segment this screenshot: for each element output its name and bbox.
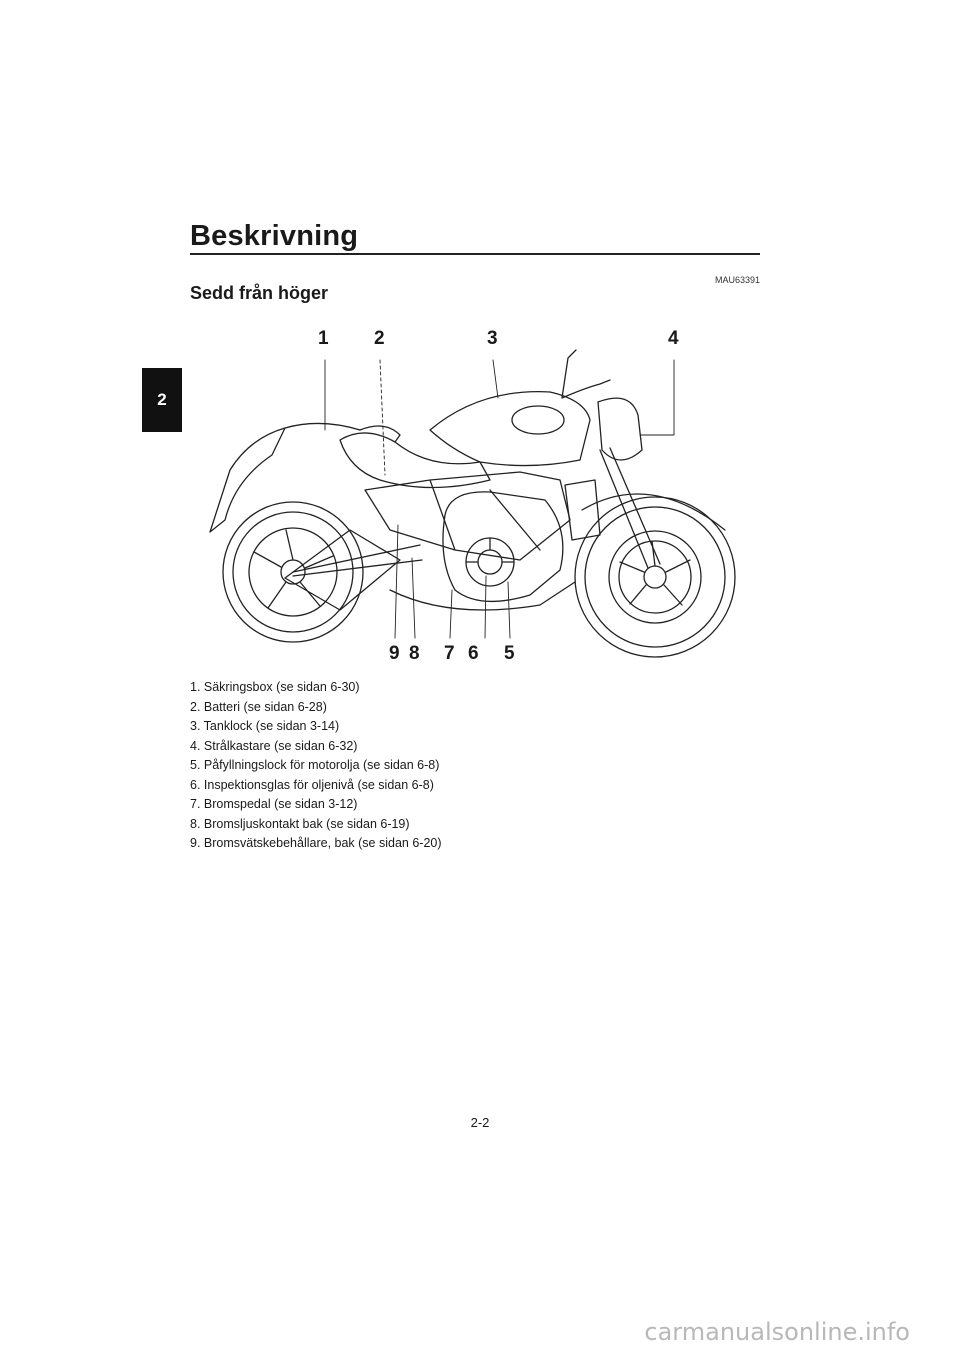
exhaust bbox=[284, 529, 401, 611]
radiator bbox=[564, 479, 601, 541]
watermark: carmanualsonline.info bbox=[644, 1318, 910, 1346]
front-wheel bbox=[574, 496, 736, 658]
page-title: Beskrivning bbox=[190, 220, 359, 252]
callout-5: 5 bbox=[504, 643, 515, 664]
callout-8: 8 bbox=[409, 643, 420, 664]
callout-3: 3 bbox=[487, 328, 498, 349]
callout-6: 6 bbox=[468, 643, 479, 664]
rear-fender bbox=[209, 427, 286, 533]
page-number: 2-2 bbox=[470, 1115, 490, 1130]
swingarm bbox=[292, 544, 423, 577]
legend-item: 7. Bromspedal (se sidan 3-12) bbox=[190, 797, 358, 811]
legend-item: 6. Inspektionsglas för oljenivå (se sida… bbox=[190, 777, 434, 792]
legend-item: 5. Påfyllningslock för motorolja (se sid… bbox=[190, 758, 440, 772]
rear-wheel bbox=[222, 501, 364, 643]
engine bbox=[442, 491, 564, 603]
chapter-tab: 2 bbox=[142, 368, 182, 432]
legend-item: 9. Bromsvätskebehållare, bak (se sidan 6… bbox=[190, 836, 442, 850]
callout-7: 7 bbox=[444, 643, 455, 664]
section-heading: Sedd från höger bbox=[190, 283, 329, 303]
headlight bbox=[597, 397, 643, 461]
frame bbox=[364, 471, 571, 561]
title-divider bbox=[190, 253, 760, 255]
front-fender bbox=[581, 493, 726, 531]
callout-1: 1 bbox=[318, 328, 329, 349]
seat bbox=[339, 432, 491, 489]
document-code: MAU63391 bbox=[714, 275, 760, 285]
callout-9: 9 bbox=[389, 643, 400, 664]
legend-item: 8. Bromsljuskontakt bak (se sidan 6-19) bbox=[190, 816, 410, 831]
legend-item: 1. Säkringsbox (se sidan 6-30) bbox=[190, 680, 360, 694]
motorcycle-figure: 1 2 3 4 5 6 7 8 9 bbox=[190, 320, 750, 665]
callout-leader-lines bbox=[324, 359, 675, 639]
fuel-tank bbox=[429, 391, 591, 467]
callout-2: 2 bbox=[374, 328, 385, 349]
legend-item: 4. Strålkastare (se sidan 6-32) bbox=[190, 738, 358, 753]
callout-4: 4 bbox=[668, 328, 679, 349]
front-fork bbox=[599, 447, 661, 569]
motorcycle-illustration bbox=[209, 349, 736, 658]
handlebar bbox=[561, 349, 611, 399]
parts-legend: 1. Säkringsbox (se sidan 6-30) 2. Batter… bbox=[190, 678, 442, 854]
legend-item: 2. Batteri (se sidan 6-28) bbox=[190, 699, 327, 714]
legend-item: 3. Tanklock (se sidan 3-14) bbox=[190, 719, 340, 733]
